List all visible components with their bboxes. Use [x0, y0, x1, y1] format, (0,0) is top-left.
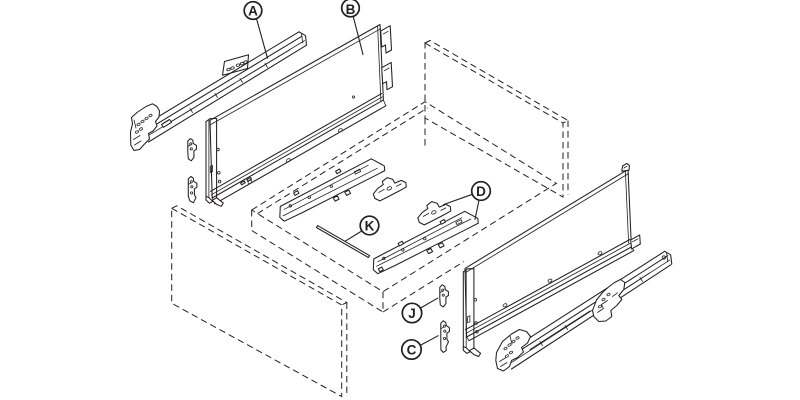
right-fixing-clips	[439, 284, 450, 353]
rear-hook-bracket-left	[372, 177, 407, 202]
bottom-fixing-plate-left	[279, 158, 386, 222]
callouts: A B D K J C	[243, 0, 492, 361]
callout-c-circle	[400, 338, 423, 361]
callout-d-leader-1	[442, 193, 473, 206]
callout-d-label: D	[476, 184, 486, 199]
callout-b-circle	[340, 0, 361, 18]
bottom-fixing-plate-right	[372, 210, 479, 275]
callout-a-leader	[255, 18, 269, 59]
callout-j-leader	[419, 297, 439, 309]
callout-b-label: B	[346, 2, 356, 17]
callout-d-circle	[470, 180, 492, 202]
callout-j-label: J	[408, 306, 416, 321]
callout-k: K	[344, 215, 380, 242]
callout-b: B	[340, 0, 364, 56]
left-fixing-clips	[187, 138, 198, 204]
callout-a-circle	[243, 0, 263, 21]
callout-a: A	[243, 0, 269, 59]
bottom-panel-ghost	[250, 101, 558, 313]
callout-a-label: A	[248, 3, 258, 18]
callout-j-circle	[401, 302, 423, 324]
callout-b-leader	[352, 15, 364, 56]
left-slide-rail	[129, 31, 308, 152]
left-side-panel	[205, 23, 394, 207]
callout-c: C	[400, 335, 439, 361]
callout-c-leader	[419, 335, 439, 346]
rear-hook-bracket-right	[417, 201, 452, 226]
stabilizing-rod	[315, 225, 371, 259]
right-slide-rail	[495, 250, 673, 372]
callout-d-leader-2	[474, 199, 480, 220]
back-panel-ghost	[424, 39, 570, 198]
callout-k-label: K	[365, 218, 375, 233]
callout-j: J	[401, 297, 439, 324]
callout-c-label: C	[407, 342, 417, 357]
callout-k-circle	[359, 215, 380, 236]
front-panel-ghost	[171, 205, 348, 398]
callout-k-leader	[344, 230, 363, 242]
right-side-panel	[462, 162, 641, 358]
callout-d: D	[442, 180, 492, 220]
